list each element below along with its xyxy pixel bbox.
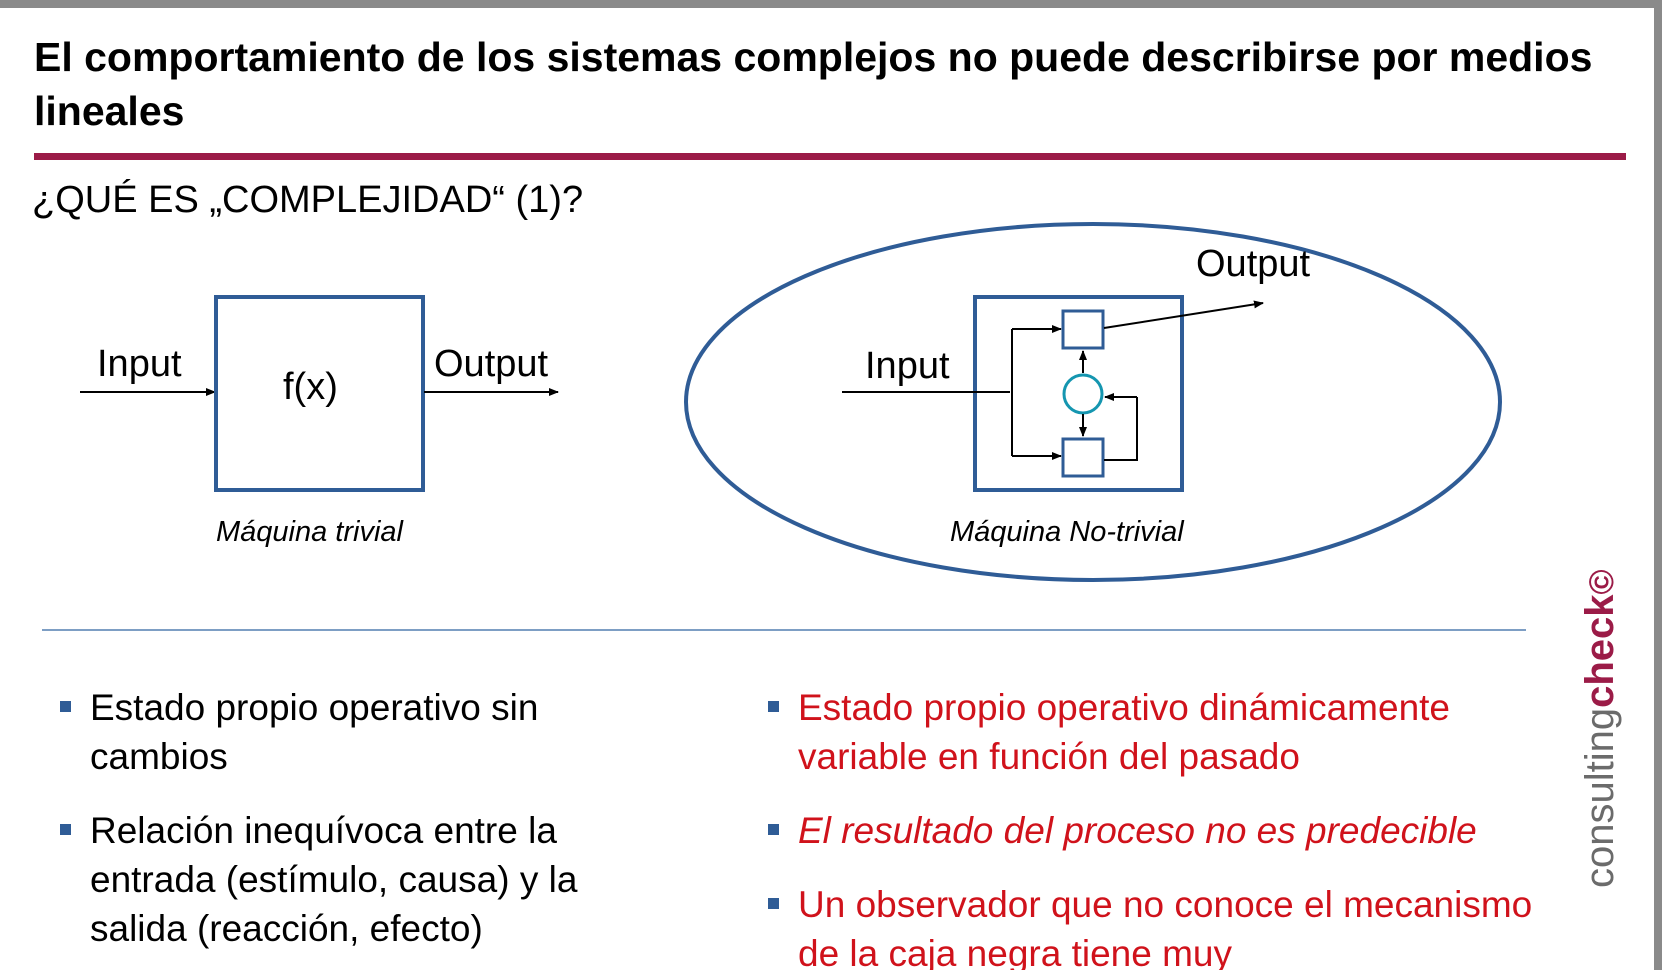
list-item-text: Relación inequívoca entre la entrada (es…: [90, 810, 578, 949]
title-divider: [34, 153, 1626, 160]
trivial-properties-list: Estado propio operativo sin cambios Rela…: [60, 683, 680, 970]
feedback-loop-line: [1104, 397, 1138, 461]
brand-logo-bold-text: check: [1578, 594, 1622, 708]
trivial-function-label: f(x): [283, 366, 338, 408]
trivial-machine: Input f(x) Output Máquina trivial: [80, 295, 559, 548]
brand-mark-icon: ©: [1583, 569, 1621, 595]
bullet-square-icon: [768, 824, 779, 835]
brand-logo-light-text: consulting: [1578, 707, 1622, 888]
slide-subtitle: ¿QUÉ ES „COMPLEJIDAD“ (1)?: [32, 179, 584, 221]
list-item: Estado propio operativo sin cambios: [60, 683, 680, 781]
machines-diagram: Input f(x) Output Máquina trivial Input …: [80, 222, 1502, 582]
section-separator: [42, 629, 1526, 631]
trivial-caption: Máquina trivial: [216, 516, 405, 548]
list-item-text: El resultado del proceso no es predecibl…: [798, 810, 1477, 851]
nontrivial-machine-box: [973, 295, 1184, 492]
lower-state-box: [1061, 437, 1105, 478]
slide: El comportamiento de los sistemas comple…: [0, 8, 1654, 970]
trivial-function-box: [214, 295, 425, 492]
nontrivial-output-arrow: [1103, 300, 1264, 329]
upper-state-box: [1061, 309, 1105, 350]
nontrivial-caption: Máquina No-trivial: [950, 516, 1185, 548]
list-item: Un observador que no conoce el mecanismo…: [768, 880, 1568, 970]
brand-logo: consultingcheck©: [1578, 569, 1624, 888]
internal-state-circle: [1062, 373, 1104, 415]
bullet-square-icon: [60, 824, 71, 835]
bullet-square-icon: [768, 701, 779, 712]
nontrivial-machine: Input Output Máquina No-trivial: [684, 222, 1502, 582]
list-item-text: Un observador que no conoce el mecanismo…: [798, 884, 1533, 970]
trivial-output-label: Output: [434, 343, 549, 385]
bullet-square-icon: [768, 898, 779, 909]
nontrivial-input-label: Input: [865, 345, 950, 387]
list-item: Relación inequívoca entre la entrada (es…: [60, 806, 680, 953]
list-item: El resultado del proceso no es predecibl…: [768, 806, 1568, 855]
list-item-text: Estado propio operativo dinámicamente va…: [798, 687, 1450, 777]
list-item: Estado propio operativo dinámicamente va…: [768, 683, 1568, 781]
trivial-input-label: Input: [97, 343, 182, 385]
nontrivial-output-label: Output: [1196, 243, 1311, 285]
slide-title: El comportamiento de los sistemas comple…: [34, 34, 1593, 134]
system-boundary-ellipse: [684, 222, 1502, 582]
bullet-square-icon: [60, 701, 71, 712]
nontrivial-properties-list: Estado propio operativo dinámicamente va…: [768, 683, 1568, 970]
list-item-text: Estado propio operativo sin cambios: [90, 687, 539, 777]
